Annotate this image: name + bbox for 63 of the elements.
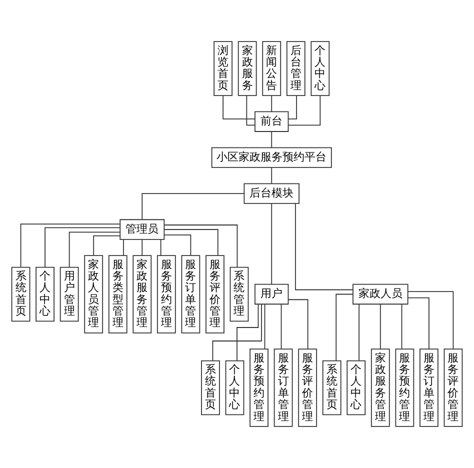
node-box: 家政人员 bbox=[352, 284, 408, 305]
connector bbox=[20, 224, 120, 268]
connector bbox=[123, 239, 124, 256]
node-box: 家政人员管理 bbox=[84, 255, 104, 334]
node-box: 服务预约管理 bbox=[156, 255, 176, 334]
node-box: 用户 bbox=[254, 284, 289, 305]
connector bbox=[271, 167, 272, 184]
connector bbox=[246, 95, 256, 126]
connector bbox=[222, 95, 256, 120]
connector bbox=[401, 304, 402, 350]
node-box: 系统首页 bbox=[11, 266, 30, 322]
node-box: 服务订单管理 bbox=[181, 255, 200, 334]
connector bbox=[271, 131, 272, 148]
connector bbox=[212, 304, 262, 361]
node-box: 服务订单管理 bbox=[420, 348, 438, 427]
connector bbox=[336, 294, 354, 362]
node-box: 服务订单管理 bbox=[274, 348, 293, 427]
node-box: 家政服务 bbox=[238, 41, 257, 96]
connector bbox=[295, 203, 354, 290]
connector bbox=[408, 297, 430, 350]
node-box: 个人中心 bbox=[36, 266, 54, 322]
node-box: 浏览首页 bbox=[214, 41, 232, 96]
connector bbox=[164, 234, 192, 256]
node-box: 后台模块 bbox=[244, 183, 300, 204]
node-box: 后台管理 bbox=[286, 41, 306, 96]
node-box: 小区家政服务预约平台 bbox=[211, 147, 332, 168]
connector bbox=[358, 304, 360, 361]
node-box: 服务评价管理 bbox=[206, 255, 224, 334]
connector bbox=[164, 224, 238, 268]
connector bbox=[160, 239, 162, 256]
node-box: 管理员 bbox=[120, 219, 165, 240]
connector bbox=[93, 235, 120, 256]
connector bbox=[236, 304, 259, 361]
connector bbox=[407, 291, 454, 350]
node-box: 服务评价管理 bbox=[444, 348, 463, 427]
node-box: 家政服务管理 bbox=[370, 348, 390, 427]
connector bbox=[164, 229, 218, 256]
node-box: 个人中心 bbox=[225, 360, 244, 416]
connector bbox=[380, 304, 381, 350]
node-box: 服务类型管理 bbox=[108, 255, 128, 334]
node-box: 家政服务管理 bbox=[132, 255, 152, 334]
connector bbox=[271, 95, 272, 112]
connector bbox=[288, 95, 321, 126]
node-box: 系统管理 bbox=[230, 266, 249, 322]
node-box: 新闻公告 bbox=[262, 41, 282, 96]
node-box: 用户管理 bbox=[60, 266, 79, 322]
connector bbox=[280, 304, 282, 350]
connector bbox=[142, 193, 245, 220]
connector bbox=[142, 239, 143, 256]
connector bbox=[288, 299, 308, 350]
node-box: 服务预约管理 bbox=[395, 348, 414, 427]
node-box: 系统首页 bbox=[201, 360, 220, 416]
connector bbox=[68, 232, 120, 268]
connector bbox=[44, 227, 121, 268]
node-box: 服务预约管理 bbox=[250, 348, 268, 427]
node-box: 个人中心 bbox=[310, 41, 330, 96]
connector bbox=[264, 304, 266, 350]
node-box: 前台 bbox=[254, 111, 289, 132]
connector bbox=[271, 203, 272, 285]
node-box: 个人中心 bbox=[346, 360, 366, 416]
connector bbox=[288, 95, 298, 120]
node-box: 服务评价管理 bbox=[298, 348, 318, 427]
node-box: 系统首页 bbox=[322, 360, 342, 416]
